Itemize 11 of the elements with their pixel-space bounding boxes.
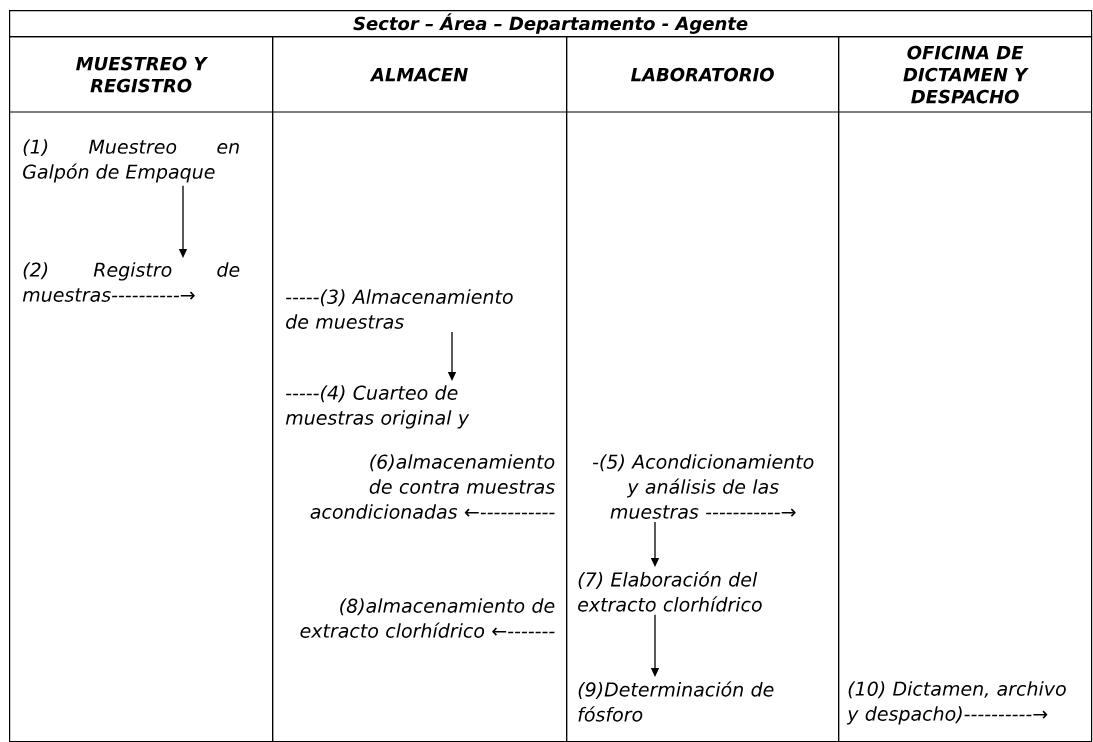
step-label: -(5) Acondicionamiento y análisis de las muestras -----------→ [592,454,814,519]
step-label: (7) Elaboración del extracto clorhídrico [578,571,762,612]
step-label: (6)almacenamiento de contra muestras acondicionadas ←----------- [310,454,555,519]
title-bar: Sector – Área – Departamento - Agente [9,10,1093,38]
step-label: -----(4) Cuarteo de muestras original y [285,385,470,429]
step-label: (2) Registro de muestras----------→ [22,262,240,302]
step-label: (9)Determinación de fósforo [578,681,774,722]
step-label: (10) Dictamen, archivo y despacho)----------→ [846,681,1066,725]
step-label: -----(3) Almacenamiento de muestras [286,289,513,329]
step-label: (1) Muestreo en Galpón de Empaque [23,139,239,183]
step-label: (8)almacenamiento de extracto clorhídrico ←------- [300,598,555,638]
